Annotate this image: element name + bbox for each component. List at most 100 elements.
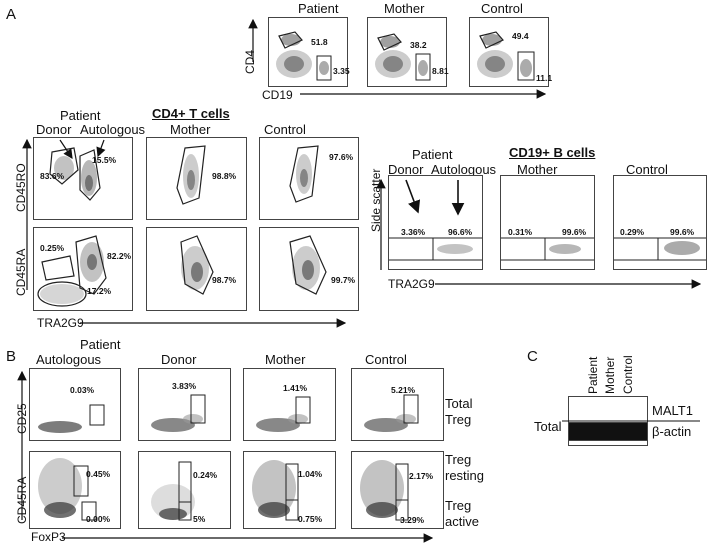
panel-b-title-mother: Mother [265,352,306,367]
top-patient-cd4-value: 51.8 [311,37,328,47]
actin-blot [568,422,648,441]
contour-plot-icon [38,404,105,433]
top-plot-mother [367,17,447,87]
treg-resting-label: Treg resting [445,452,484,484]
top-plot-patient [268,17,348,87]
tcell-x-axis-label: TRA2G9 [37,316,84,330]
malt1-label: MALT1 [652,403,693,418]
panel-b-title-autologous: Autologous [36,352,102,367]
contour-plot-icon [176,145,206,205]
bcell-header: CD19+ B cells [509,145,596,160]
active-autologous-value: 0.00% [86,514,111,524]
contour-plot-icon [38,458,97,521]
treg-active-line2: active [445,514,479,529]
tcell-header: CD4+ T cells [152,106,230,121]
bcell-control-right-value: 99.6% [670,227,695,237]
cd25-mother-value: 1.41% [283,383,308,393]
bcell-autologous-label: Autologous [431,162,497,177]
ro-plot-mother [146,137,247,220]
contour-plot-icon [614,237,706,261]
cd25-plot-control [351,368,444,441]
bcell-mother-left-value: 0.31% [508,227,533,237]
total-treg-label: Total Treg [445,396,472,428]
panel-b-patient-label: Patient [80,337,121,352]
active-donor-value: 5% [193,514,206,524]
bcell-control-left-value: 0.29% [620,227,645,237]
contour-plot-icon [289,235,327,295]
contour-plot-icon [276,31,332,81]
total-label: Total [534,419,562,434]
top-mother-cd19-value: 8.81 [432,66,449,76]
ro-control-value: 97.6% [329,152,354,162]
ra-plot-mother [146,227,247,311]
contour-plot-icon [151,394,206,432]
contour-plot-icon [49,147,101,201]
actin-label: β-actin [652,424,692,439]
ra-patient-c-value: 17.2% [87,286,112,296]
ra-foxp3-plot-mother [243,451,336,529]
ra-foxp3-plot-control [351,451,444,529]
bcell-control-label: Control [626,162,668,177]
foxp3-axis-label: FoxP3 [31,530,66,544]
panel-a-letter: A [6,6,17,23]
contour-plot-icon [256,396,311,432]
cd25-donor-value: 3.83% [172,381,197,391]
tcell-donor-label: Donor [36,122,72,137]
bcell-mother-right-value: 99.6% [562,227,587,237]
bcell-x-axis-label: TRA2G9 [388,277,435,291]
top-plot-control [469,17,549,87]
bcell-plot-patient [388,175,483,270]
contour-plot-icon [501,237,594,261]
tcell-patient-label: Patient [60,108,101,123]
cd25-plot-donor [138,368,231,441]
contour-plot-icon [389,237,482,261]
tcell-mother-label: Mother [170,122,211,137]
treg-active-line1: Treg [445,498,472,513]
top-control-cd4-value: 49.4 [512,31,529,41]
ro-plot-control [259,137,359,220]
tcell-autologous-label: Autologous [80,122,146,137]
contour-plot-icon [375,33,431,81]
resting-autologous-value: 0.45% [86,469,111,479]
panel-b-title-control: Control [365,352,407,367]
contour-plot-icon [477,31,535,81]
bcell-plot-mother [500,175,595,270]
contour-plot-icon [180,235,214,295]
contour-plot-icon [364,394,419,432]
top-x-axis-label: CD19 [262,88,293,102]
panel-c-letter: C [527,348,538,365]
ra-patient-a-value: 0.25% [40,243,65,253]
resting-donor-value: 0.24% [193,470,218,480]
ro-patient-left-value: 83.6% [40,171,65,181]
top-title-patient: Patient [298,1,339,16]
resting-mother-value: 1.04% [298,469,323,479]
ra-control-value: 99.7% [331,275,356,285]
total-treg-line1: Total [445,396,473,411]
ra-plot-patient [33,227,133,311]
cd25-plot-mother [243,368,336,441]
ra-foxp3-plot-donor [138,451,231,529]
top-control-cd19-value: 11.1 [536,73,553,83]
top-patient-cd19-value: 3.35 [333,66,350,76]
contour-plot-icon [151,461,195,521]
top-title-control: Control [481,1,523,16]
treg-resting-line1: Treg [445,452,472,467]
panel-b-letter: B [6,348,17,365]
panel-b-title-donor: Donor [161,352,197,367]
treg-resting-line2: resting [445,468,485,483]
ra-plot-control [259,227,359,311]
ra-foxp3-plot-autologous [29,451,121,529]
cd25-control-value: 5.21% [391,385,416,395]
contour-plot-icon [360,460,409,521]
ro-patient-right-value: 15.5% [92,155,117,165]
total-treg-line2: Treg [445,412,472,427]
top-mother-cd4-value: 38.2 [410,40,427,50]
resting-control-value: 2.17% [409,471,434,481]
contour-plot-icon [289,145,319,203]
cd25-autologous-value: 0.03% [70,385,95,395]
bcell-patient-right-value: 96.6% [448,227,473,237]
treg-active-label: Treg active [445,498,479,530]
ro-plot-patient [33,137,133,220]
contour-plot-icon [252,460,299,521]
